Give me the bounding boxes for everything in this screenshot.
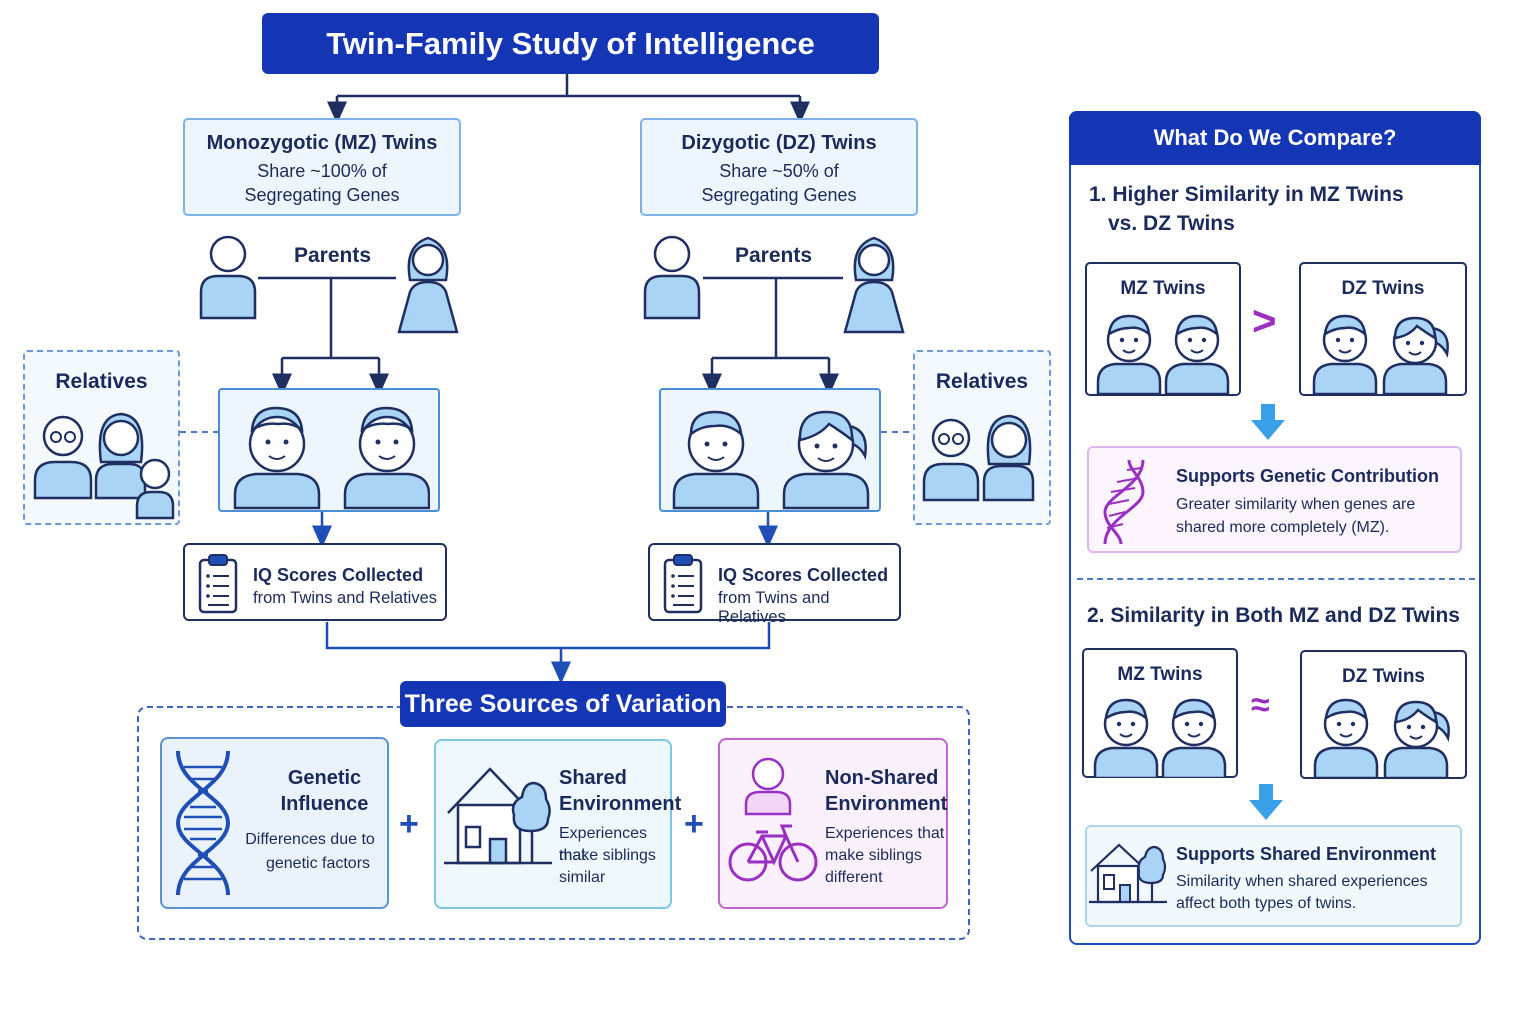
genetic-head1: Genetic (287, 767, 362, 789)
dna-icon (1103, 459, 1145, 545)
twin-boy-girl-icon (672, 410, 870, 510)
plus-sign: + (399, 805, 419, 843)
genetic-desc1: Differences due to (245, 831, 375, 848)
shared-head2: Environment (559, 793, 682, 815)
mz-twins-label: MZ Twins (1117, 664, 1203, 685)
greater-than-symbol: > (1252, 297, 1277, 344)
twin-boys-icon (1093, 698, 1227, 778)
q2-mz-twins-box: MZ Twins (1082, 648, 1238, 778)
mother-person-icon (843, 236, 905, 334)
genetic-desc2: genetic factors (265, 855, 371, 872)
dz-heading: Dizygotic (DZ) Twins (681, 132, 877, 154)
dz-twins-box: Dizygotic (DZ) Twins Share ~50% of Segre… (640, 118, 918, 216)
dz-iq-scores-box: IQ Scores Collected from Twins and Relat… (648, 543, 901, 626)
shared-environment-card: Shared Environment Experiences that make… (434, 739, 681, 909)
dz-parents-label: Parents (735, 244, 813, 267)
father-person-icon (199, 235, 257, 320)
compare-q1-line1: 1. Higher Similarity in MZ Twins (1089, 183, 1404, 206)
section-divider (1077, 578, 1475, 580)
house-icon (1089, 843, 1167, 904)
father-person-icon (643, 235, 701, 320)
mother-person-icon (397, 236, 459, 334)
shared-desc3: similar (559, 869, 606, 886)
iq-line2: from Twins and Relatives (718, 589, 830, 626)
genetic-support-desc2: shared more completely (MZ). (1176, 519, 1390, 536)
q2-dz-twins-box: DZ Twins (1300, 650, 1467, 779)
genetic-head2: Influence (280, 793, 369, 815)
compare-q2: 2. Similarity in Both MZ and DZ Twins (1087, 604, 1460, 627)
mz-parents-label: Parents (294, 244, 372, 267)
genetic-support-desc1: Greater similarity when genes are (1176, 496, 1416, 513)
down-arrow-icon (1249, 784, 1283, 820)
iq-line1: IQ Scores Collected (718, 565, 889, 585)
dz-line2: Segregating Genes (701, 185, 857, 205)
down-arrow-icon (1251, 404, 1285, 440)
nonshared-head1: Non-Shared (825, 767, 939, 789)
dna-icon (175, 750, 231, 896)
iq-line1: IQ Scores Collected (253, 565, 424, 585)
mz-line1: Share ~100% of (257, 161, 387, 181)
env-support-desc1: Similarity when shared experiences (1176, 873, 1428, 890)
iq-line2: from Twins and Relatives (253, 589, 438, 607)
q1-mz-twins-box: MZ Twins (1085, 262, 1241, 396)
mz-line2: Segregating Genes (244, 185, 400, 205)
relatives-label: Relatives (935, 370, 1029, 393)
non-shared-environment-card: Non-Shared Environment Experiences that … (718, 738, 948, 909)
twin-boy-girl-icon (1313, 698, 1450, 778)
dz-twin-pair-box (659, 388, 881, 512)
page-title: Twin-Family Study of Intelligence (262, 13, 879, 74)
env-support-desc2: affect both types of twins. (1176, 895, 1357, 912)
mz-twin-pair-box (218, 388, 440, 512)
shared-head1: Shared (559, 767, 627, 789)
genetic-support-head: Supports Genetic Contribution (1176, 466, 1439, 486)
shared-desc1: Experiences that (559, 825, 648, 864)
mz-twins-box: Monozygotic (MZ) Twins Share ~100% of Se… (183, 118, 461, 216)
dz-twins-label: DZ Twins (1341, 666, 1426, 687)
q1-dz-twins-box: DZ Twins (1299, 262, 1467, 396)
twin-boys-icon (233, 406, 430, 510)
nonshared-desc3: different (825, 869, 883, 886)
twin-boy-girl-icon (1312, 314, 1449, 394)
nonshared-head2: Environment (825, 793, 948, 815)
plus-sign: + (684, 805, 704, 843)
dz-twins-label: DZ Twins (1341, 278, 1425, 299)
env-support-head: Supports Shared Environment (1176, 844, 1437, 864)
dz-relatives-box: Relatives (913, 350, 1051, 525)
relatives-group-icon (33, 412, 175, 520)
sources-title: Three Sources of Variation (400, 681, 726, 727)
mz-heading: Monozygotic (MZ) Twins (206, 132, 438, 154)
nonshared-desc1: Experiences that (825, 825, 945, 842)
twin-boys-icon (1096, 314, 1230, 394)
shared-environment-support-box: Supports Shared Environment Similarity w… (1085, 825, 1462, 927)
person-bicycle-icon (728, 757, 818, 882)
clipboard-icon (663, 554, 703, 614)
dz-line1: Share ~50% of (719, 161, 839, 181)
mz-relatives-box: Relatives (23, 350, 180, 525)
house-icon (444, 767, 552, 865)
approximately-equal-symbol: ≈ (1251, 686, 1270, 724)
nonshared-desc2: make siblings (825, 847, 922, 864)
mz-twins-label: MZ Twins (1120, 278, 1206, 299)
clipboard-icon (198, 554, 238, 614)
genetic-support-box: Supports Genetic Contribution Greater si… (1087, 446, 1462, 553)
mz-iq-scores-box: IQ Scores Collected from Twins and Relat… (183, 543, 447, 621)
shared-desc2: make siblings (559, 847, 656, 864)
relatives-label: Relatives (55, 370, 148, 393)
compare-q1-line2: vs. DZ Twins (1108, 212, 1235, 235)
relatives-group-icon (922, 414, 1035, 502)
genetic-influence-card: Genetic Influence Differences due to gen… (160, 737, 389, 909)
compare-title: What Do We Compare? (1069, 111, 1481, 165)
